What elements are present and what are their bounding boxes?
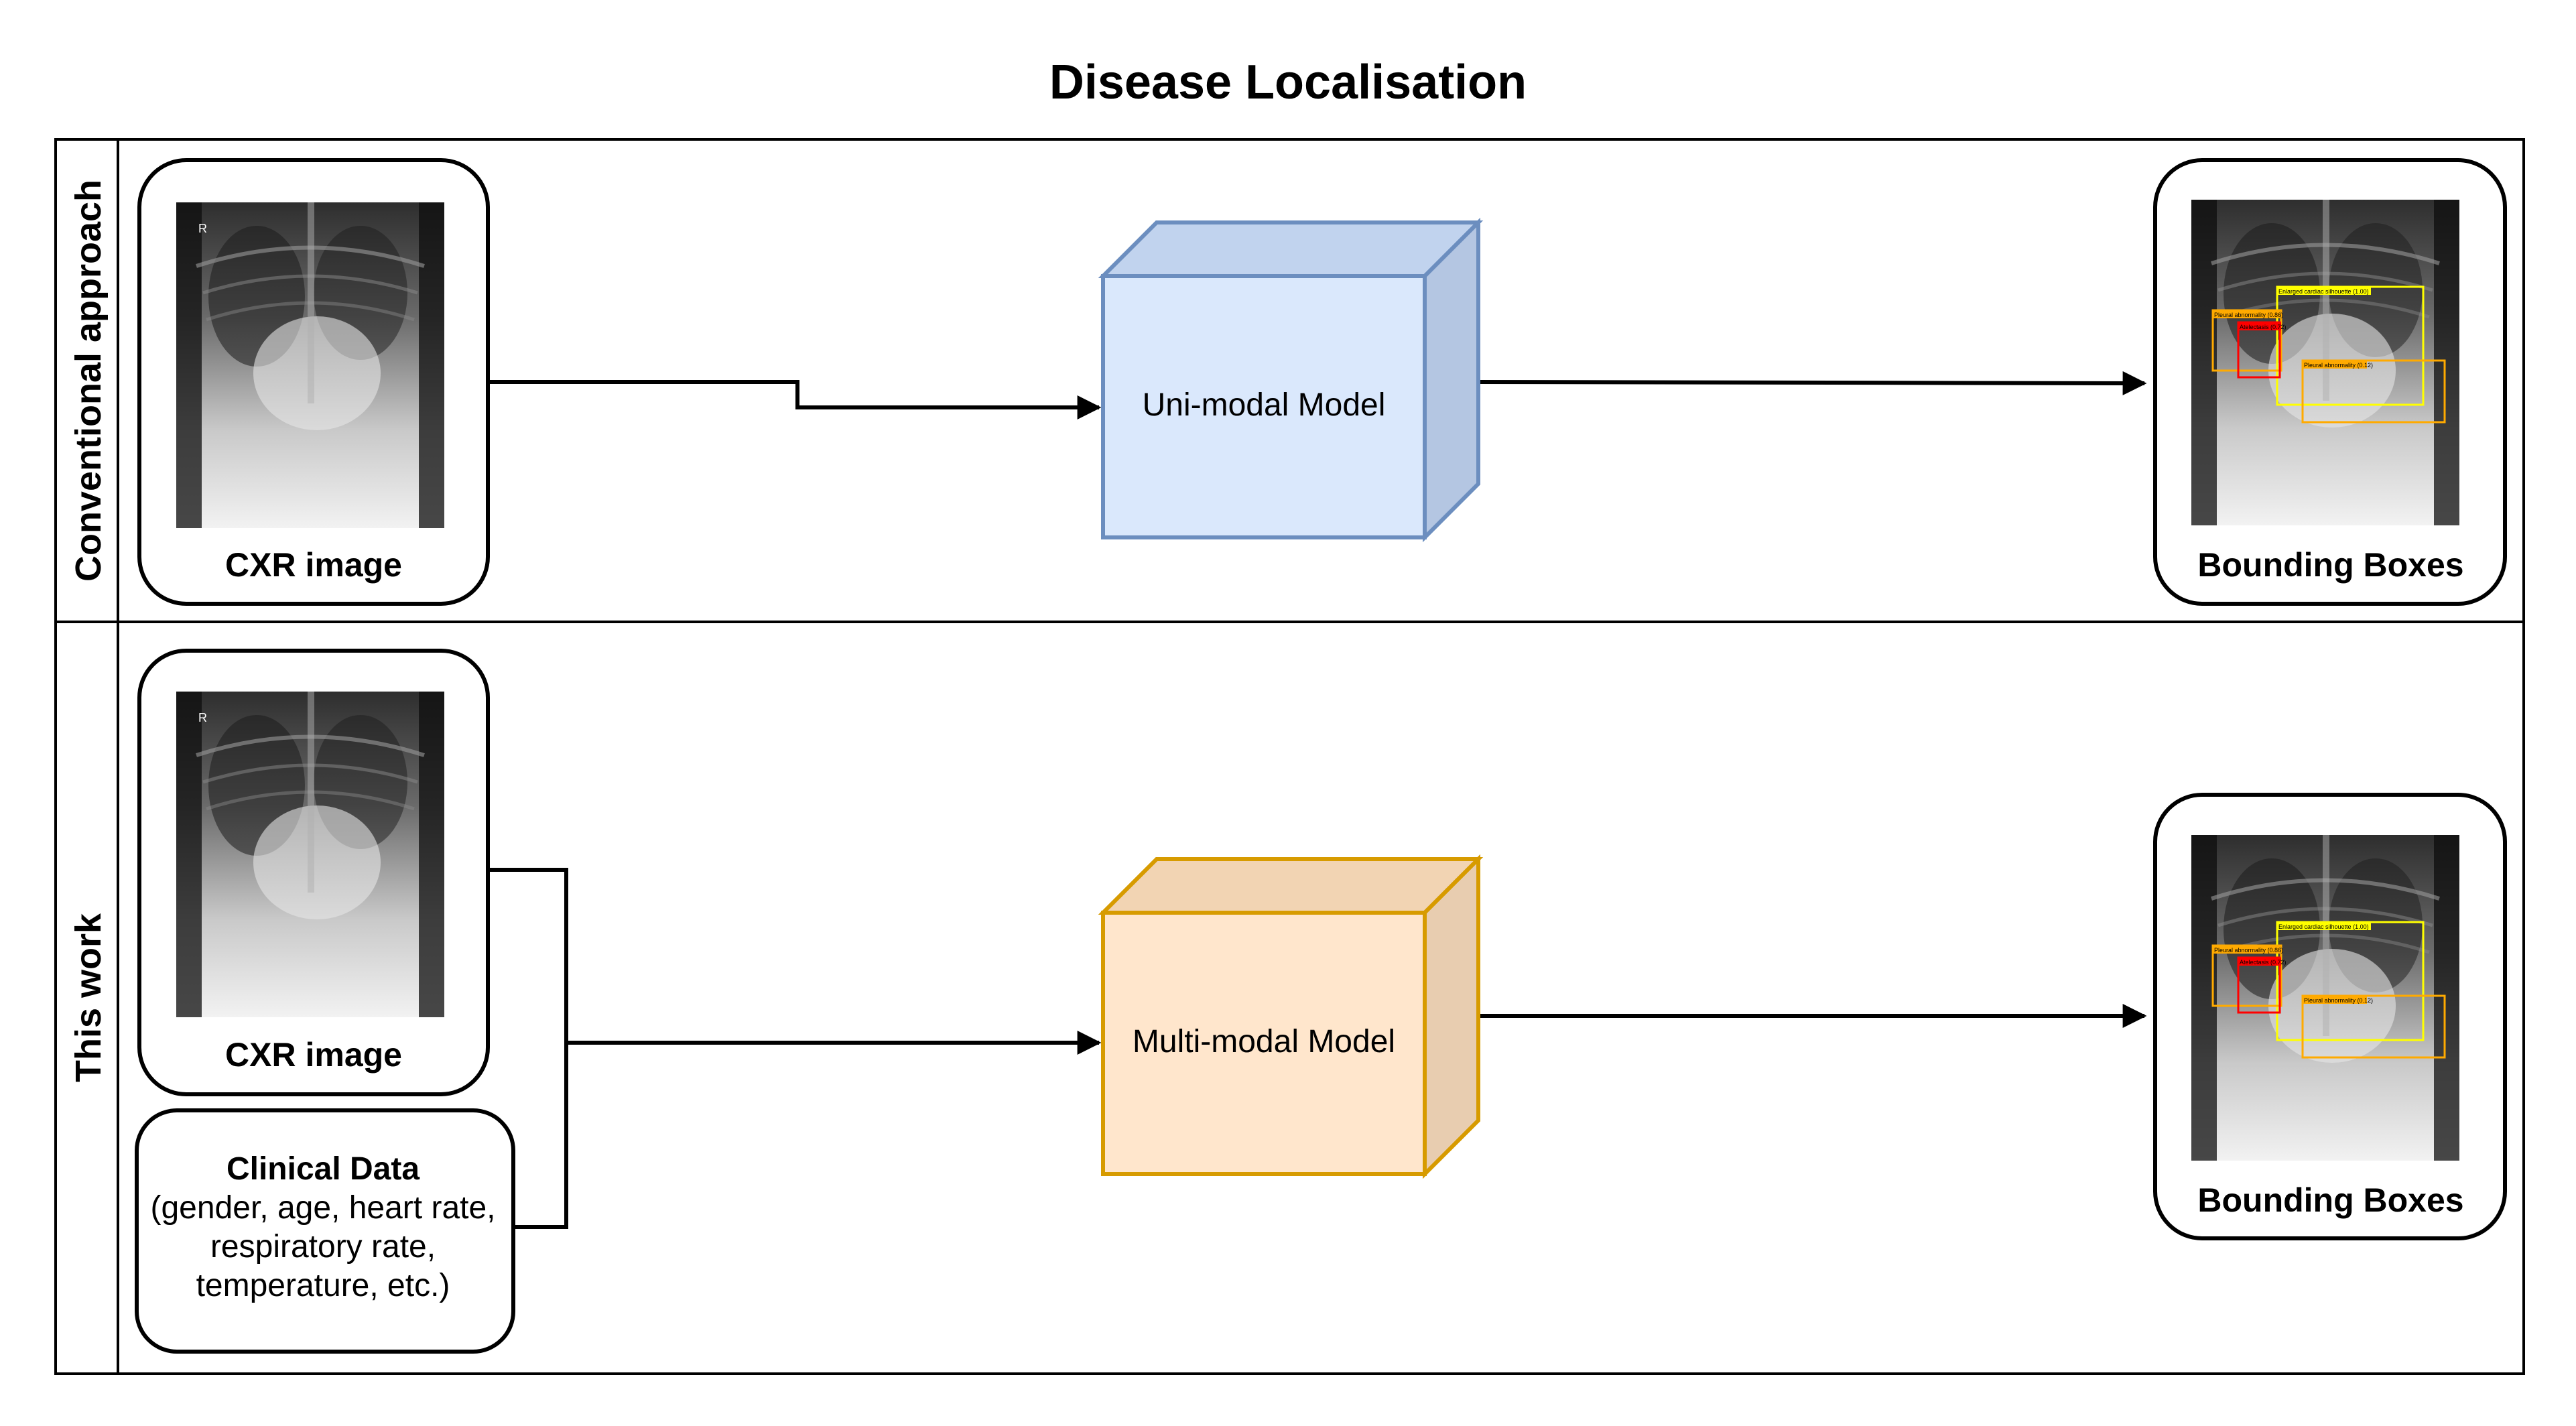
bbox-label: Atelectasis (0.72) <box>2240 324 2287 330</box>
bounding-boxes-label: Bounding Boxes <box>2197 546 2463 584</box>
bbox-label: Enlarged cardiac silhouette (1.00) <box>2278 288 2369 295</box>
bounding-boxes-label: Bounding Boxes <box>2197 1181 2463 1219</box>
cxr-label: CXR image <box>225 546 402 584</box>
arrow-unimodal-to-output <box>1478 371 2147 395</box>
lane-label-conventional: Conventional approach <box>68 180 109 582</box>
cxr-card-conventional: R CXR image <box>137 158 490 606</box>
xray-marker: R <box>198 222 207 235</box>
xray-marker: R <box>198 711 207 724</box>
clinical-data-title: Clinical Data <box>227 1151 420 1187</box>
output-card-conventional: Enlarged cardiac silhouette (1.00) Pleur… <box>2153 158 2507 606</box>
unimodal-model-label: Uni-modal Model <box>1143 387 1386 423</box>
unimodal-model-cube: Uni-modal Model <box>1098 217 1484 543</box>
clinical-data-card: Clinical Data (gender, age, heart rate, … <box>135 1108 515 1354</box>
lane-frames <box>54 138 2525 1375</box>
arrow-cxr-to-unimodal <box>489 380 1102 419</box>
diagram-title: Disease Localisation <box>1049 56 1527 109</box>
clinical-data-line: temperature, etc.) <box>196 1268 450 1303</box>
cxr-image <box>176 202 444 528</box>
connector-lines <box>489 371 2147 1229</box>
clinical-data-line: respiratory rate, <box>210 1229 436 1265</box>
lane-label-this-work: This work <box>68 913 109 1082</box>
merge-line <box>489 868 568 1229</box>
bbox-label: Pleural abnormality (0.86) <box>2214 947 2283 954</box>
clinical-data-line: (gender, age, heart rate, <box>150 1190 495 1226</box>
multimodal-model-cube: Multi-modal Model <box>1098 854 1484 1179</box>
bbox-label: Atelectasis (0.72) <box>2240 959 2287 966</box>
cxr-label: CXR image <box>225 1036 402 1074</box>
cxr-card-this-work: R CXR image <box>137 649 490 1096</box>
bbox-label: Pleural abnormality (0.12) <box>2304 362 2373 369</box>
bbox-label: Pleural abnormality (0.86) <box>2214 312 2283 318</box>
output-card-this-work: Enlarged cardiac silhouette (1.00) Pleur… <box>2153 793 2507 1240</box>
bbox-label: Pleural abnormality (0.12) <box>2304 997 2373 1004</box>
cxr-image <box>176 692 444 1017</box>
bbox-label: Enlarged cardiac silhouette (1.00) <box>2278 923 2369 930</box>
multimodal-model-label: Multi-modal Model <box>1133 1024 1395 1059</box>
